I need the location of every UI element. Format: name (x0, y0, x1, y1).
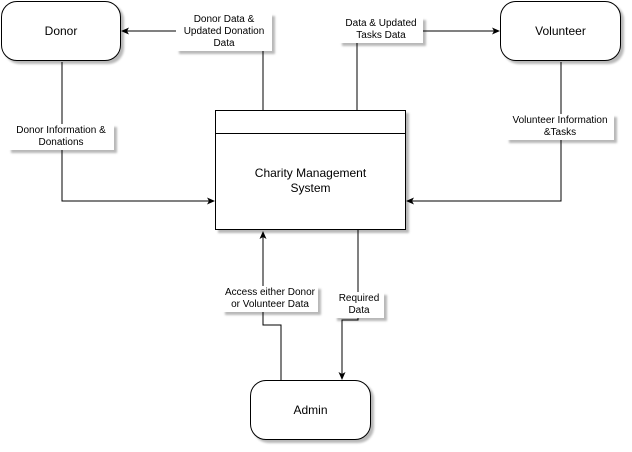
flow-label-from-volunteer: Volunteer Information &Tasks (506, 114, 614, 140)
flow-line-from-admin (259, 231, 282, 380)
flow-label-to-volunteer: Data & Updated Tasks Data (339, 17, 423, 43)
flow-label-to-admin: Required Data (334, 292, 384, 318)
process-label: Charity Management System (254, 166, 367, 195)
flow-label-from-donor: Donor Information & Donations (8, 124, 114, 150)
volunteer-entity: Volunteer (500, 1, 621, 61)
volunteer-entity-label: Volunteer (535, 24, 586, 38)
donor-entity-label: Donor (44, 24, 78, 38)
flow-line-to-admin (338, 230, 359, 380)
admin-entity-label: Admin (293, 403, 328, 417)
flow-label-to-donor: Donor Data & Updated Donation Data (176, 13, 272, 51)
donor-entity: Donor (1, 1, 121, 61)
flow-line-from-volunteer (406, 62, 562, 205)
process-header (216, 111, 405, 134)
admin-entity: Admin (250, 380, 371, 440)
charity-management-system-process: Charity Management System (215, 110, 406, 230)
flow-line-from-donor (61, 62, 215, 205)
flow-label-from-admin: Access either Donor or Volunteer Data (222, 286, 318, 312)
